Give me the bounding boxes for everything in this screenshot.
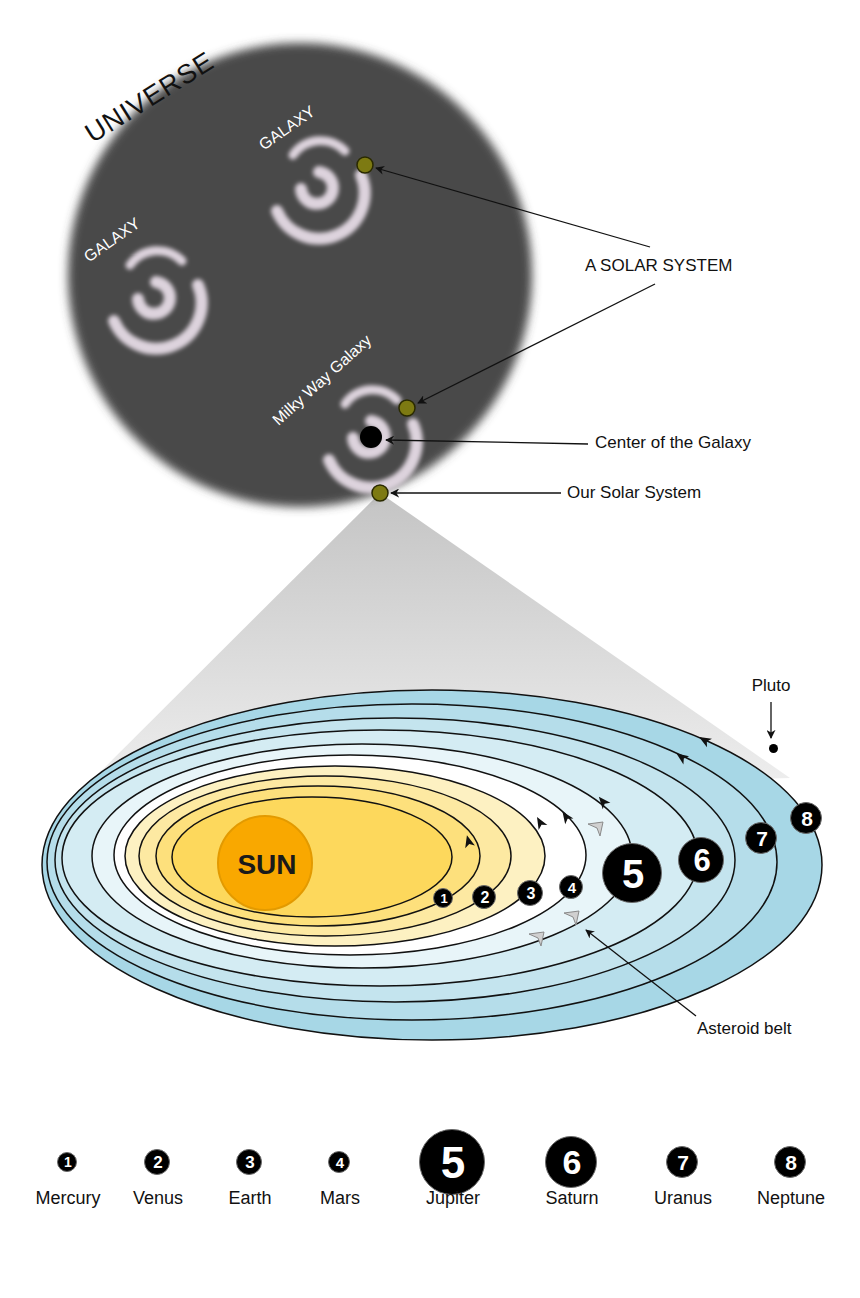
spiral-arm bbox=[130, 251, 182, 265]
name-label: GALAXY bbox=[256, 102, 319, 153]
orbit-arrowheads bbox=[462, 733, 712, 848]
callout-number: 8 bbox=[801, 807, 813, 830]
spiral-arm bbox=[138, 282, 170, 314]
name-label: Saturn bbox=[545, 1189, 598, 1209]
callout-number: 3 bbox=[527, 885, 536, 903]
name-label: Neptune bbox=[757, 1189, 825, 1209]
pluto-dot: Pluto bbox=[769, 744, 778, 753]
callout-number: 6 bbox=[693, 844, 710, 878]
planet-circle: 6 bbox=[678, 837, 724, 883]
planet-circle: 2Venus bbox=[144, 1149, 170, 1175]
callout-number: 3 bbox=[245, 1154, 254, 1173]
planet-circle: 5 bbox=[602, 843, 662, 903]
callout-number: SUN bbox=[237, 850, 296, 881]
spiral-arm bbox=[329, 424, 417, 488]
galaxy-center-dot bbox=[360, 426, 382, 448]
callout-label: Center of the Galaxy bbox=[595, 433, 751, 453]
callout-number: 2 bbox=[153, 1154, 162, 1173]
callout-number: 2 bbox=[481, 889, 490, 907]
name-label: Venus bbox=[133, 1189, 183, 1209]
name-label: Earth bbox=[228, 1189, 271, 1209]
spiral-arm bbox=[301, 172, 333, 204]
planet-circle: 7 bbox=[745, 822, 777, 854]
spiral-arm bbox=[114, 285, 202, 349]
callout-number: 4 bbox=[568, 880, 576, 897]
planet-circle: 4 bbox=[559, 875, 583, 899]
name-label: Milky Way Galaxy bbox=[269, 331, 375, 429]
callout-number: 7 bbox=[756, 827, 768, 850]
callout-number: 6 bbox=[563, 1144, 582, 1181]
spiral-arm bbox=[277, 175, 365, 239]
galaxy-spiral: Milky Way Galaxy bbox=[305, 372, 435, 502]
callout-label: Asteroid belt bbox=[697, 1019, 792, 1039]
planet-circle: 8Neptune bbox=[774, 1146, 806, 1178]
planet-circle: 1 bbox=[433, 888, 453, 908]
name-label: Pluto bbox=[752, 677, 791, 696]
galaxy-shape bbox=[90, 233, 220, 363]
planet-circle: 8 bbox=[790, 802, 822, 834]
callout-number: 5 bbox=[622, 852, 644, 896]
universe-fill bbox=[68, 43, 532, 507]
spiral-arm bbox=[293, 141, 345, 155]
callout-label: Our Solar System bbox=[567, 483, 701, 503]
sun-circle: SUN bbox=[217, 815, 313, 911]
name-label: Jupiter bbox=[426, 1189, 480, 1209]
planet-circle: 7Uranus bbox=[666, 1146, 698, 1178]
spiral-arm bbox=[345, 390, 397, 404]
name-label: Mars bbox=[320, 1189, 360, 1209]
name-label: Mercury bbox=[35, 1189, 100, 1209]
orbit-disc bbox=[42, 690, 822, 1040]
callout-number: 4 bbox=[336, 1155, 344, 1172]
callout-number: 5 bbox=[441, 1139, 465, 1187]
callout-number: 7 bbox=[677, 1151, 689, 1174]
galaxy-spiral: GALAXY bbox=[253, 123, 383, 253]
name-label: UNIVERSE bbox=[80, 47, 220, 150]
planet-circle: 3Earth bbox=[236, 1149, 262, 1175]
spiral-arm bbox=[353, 421, 385, 453]
callout-number: 8 bbox=[785, 1151, 797, 1174]
callout-label: A SOLAR SYSTEM bbox=[585, 256, 732, 276]
name-label: GALAXY bbox=[81, 214, 144, 265]
planet-circle: 4Mars bbox=[328, 1151, 350, 1173]
planet-circle: 6Saturn bbox=[545, 1136, 597, 1188]
planet-circle: 3 bbox=[517, 880, 543, 906]
callout-number: 1 bbox=[440, 892, 447, 906]
galaxy-shape bbox=[305, 372, 435, 502]
planet-circle: 1Mercury bbox=[57, 1152, 77, 1172]
planet-circle: 5Jupiter bbox=[419, 1129, 485, 1195]
universe-bubble: UNIVERSEGALAXYGALAXYMilky Way Galaxy bbox=[65, 40, 535, 510]
galaxy-spiral: GALAXY bbox=[90, 233, 220, 363]
planet-circle: 2 bbox=[472, 885, 496, 909]
name-label: Uranus bbox=[654, 1189, 712, 1209]
callout-number: 1 bbox=[64, 1155, 72, 1170]
